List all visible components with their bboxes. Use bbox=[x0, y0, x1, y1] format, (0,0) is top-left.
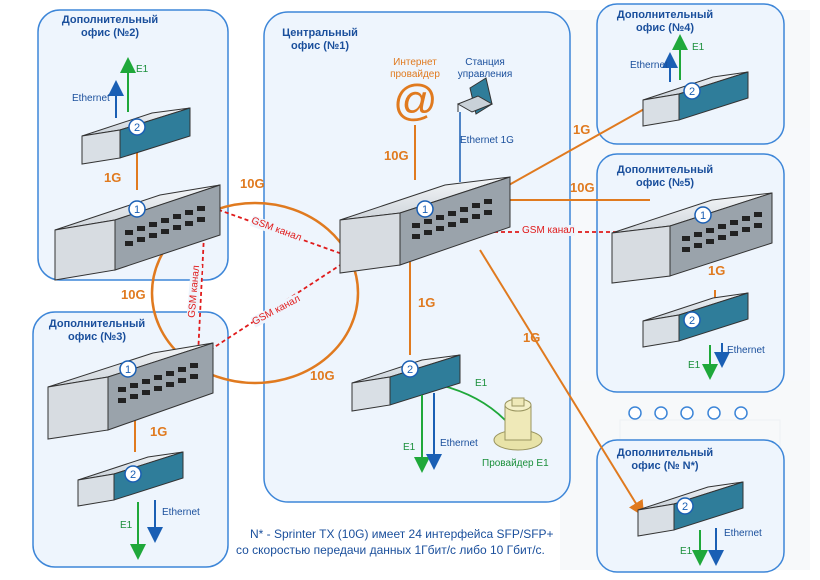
workstation-icon bbox=[456, 77, 494, 115]
service-arrows bbox=[108, 34, 730, 566]
svg-text:2: 2 bbox=[134, 122, 140, 134]
speed-label: 10G bbox=[384, 148, 409, 163]
footnote-line-1: N* - Sprinter TX (10G) имеет 24 интерфей… bbox=[250, 527, 554, 541]
speed-label: 10G bbox=[570, 180, 595, 195]
speed-label: 10G bbox=[310, 368, 335, 383]
footnote-line-2: со скоростью передачи данных 1Гбит/с либ… bbox=[236, 543, 545, 557]
ethernet-label: Ethernet bbox=[440, 438, 478, 449]
svg-text:2: 2 bbox=[130, 469, 136, 481]
office-2-title: Дополнительный офис (№2) bbox=[61, 14, 159, 39]
speed-label: 1G bbox=[573, 122, 591, 137]
svg-text:2: 2 bbox=[682, 501, 688, 513]
office-3-title: Дополнительный офис (№3) bbox=[48, 318, 146, 343]
ring-10g bbox=[150, 201, 360, 385]
speed-label: 1G bbox=[104, 170, 122, 185]
svg-text:1: 1 bbox=[700, 210, 706, 222]
svg-text:1: 1 bbox=[134, 204, 140, 216]
office-n-title: Дополнительный офис (№ N*) bbox=[616, 447, 714, 472]
ethernet-1g-label: Ethernet 1G bbox=[460, 135, 514, 146]
svg-text:2: 2 bbox=[689, 315, 695, 327]
e1-label: E1 bbox=[120, 520, 133, 531]
ethernet-label: Ethernet bbox=[727, 345, 765, 356]
more-offices-dots bbox=[628, 406, 748, 420]
isp-label: Интернет провайдер bbox=[390, 57, 440, 80]
speed-label: 10G bbox=[240, 176, 265, 191]
mgmt-label: Станция управления bbox=[457, 57, 513, 80]
ethernet-label: Ethernet bbox=[724, 528, 762, 539]
office-4-title: Дополнительный офис (№4) bbox=[616, 9, 714, 34]
svg-text:2: 2 bbox=[407, 364, 413, 376]
speed-label: 1G bbox=[418, 295, 436, 310]
ethernet-label: Ethernet bbox=[72, 93, 110, 104]
at-sign-icon: @ bbox=[393, 76, 438, 125]
e1-label: E1 bbox=[136, 64, 149, 75]
e1-label: E1 bbox=[403, 442, 416, 453]
gsm-label: GSM канал bbox=[522, 225, 575, 236]
ethernet-label: Ethernet bbox=[162, 507, 200, 518]
svg-text:2: 2 bbox=[689, 86, 695, 98]
office-5-title: Дополнительный офис (№5) bbox=[616, 164, 714, 189]
e1-label: E1 bbox=[692, 42, 705, 53]
speed-label: 1G bbox=[523, 330, 541, 345]
node-number-markers: 1 1 1 1 2 2 2 2 2 2 bbox=[119, 82, 712, 515]
e1-label: E1 bbox=[688, 360, 701, 371]
svg-text:1: 1 bbox=[422, 204, 428, 216]
e1-label: E1 bbox=[680, 546, 693, 557]
e1-label: E1 bbox=[475, 378, 488, 389]
svg-text:1: 1 bbox=[125, 364, 131, 376]
speed-label: 10G bbox=[121, 287, 146, 302]
speed-label: 1G bbox=[708, 263, 726, 278]
ethernet-label: Ethernet bbox=[630, 60, 668, 71]
central-office-title: Центральный офис (№1) bbox=[282, 27, 358, 52]
e1-provider-label: Провайдер E1 bbox=[482, 458, 549, 469]
e1-connector-icon bbox=[493, 397, 543, 451]
speed-label: 1G bbox=[150, 424, 168, 439]
